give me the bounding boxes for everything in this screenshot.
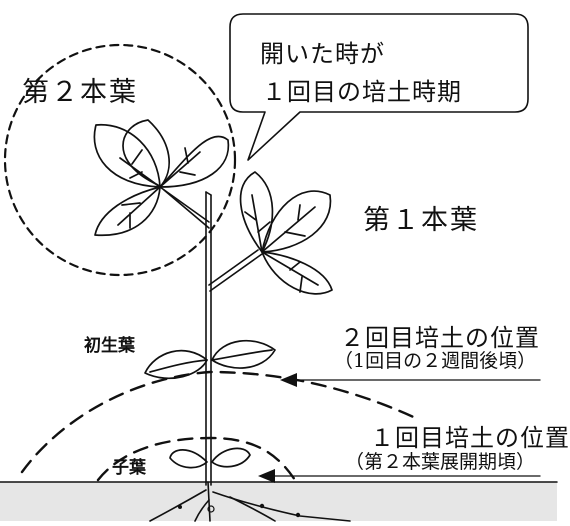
first-true-leaf	[239, 171, 333, 295]
label-primary-leaf: 初生葉	[84, 336, 135, 356]
second-true-leaf	[93, 119, 230, 237]
label-cotyledon: 子葉	[112, 458, 146, 478]
callout-line-1: 開いた時が	[260, 40, 385, 68]
stem	[159, 186, 263, 486]
second-hilling-title: ２回目培土の位置	[340, 324, 540, 352]
label-first-true-leaf: 第１本葉	[363, 205, 479, 236]
primary-leaves	[144, 339, 276, 380]
soybean-hilling-diagram: 開いた時が １回目の培土時期 第２本葉 第１本葉 初生葉 子葉 ２回目培土の位置…	[0, 13, 569, 522]
root-ring	[207, 505, 215, 513]
first-hilling-note: （第２本葉展開期頃）	[345, 451, 536, 473]
second-hilling-note: （1回目の２週間後頃）	[334, 350, 537, 372]
callout-bubble	[229, 13, 529, 161]
second-hilling-arrowhead	[280, 373, 297, 387]
first-hilling-line	[96, 436, 297, 482]
second-hilling-line	[20, 370, 422, 474]
root-nodules	[178, 503, 301, 518]
callout-line-2: １回目の培土時期	[262, 78, 462, 106]
label-second-true-leaf: 第２本葉	[22, 77, 138, 108]
diagram-canvas	[0, 13, 558, 522]
soil-area	[0, 482, 557, 521]
first-hilling-title: １回目培土の位置	[370, 424, 570, 452]
second-leaf-highlight-circle	[3, 43, 237, 277]
cotyledons	[169, 447, 251, 469]
first-hilling-arrowhead	[258, 469, 275, 483]
